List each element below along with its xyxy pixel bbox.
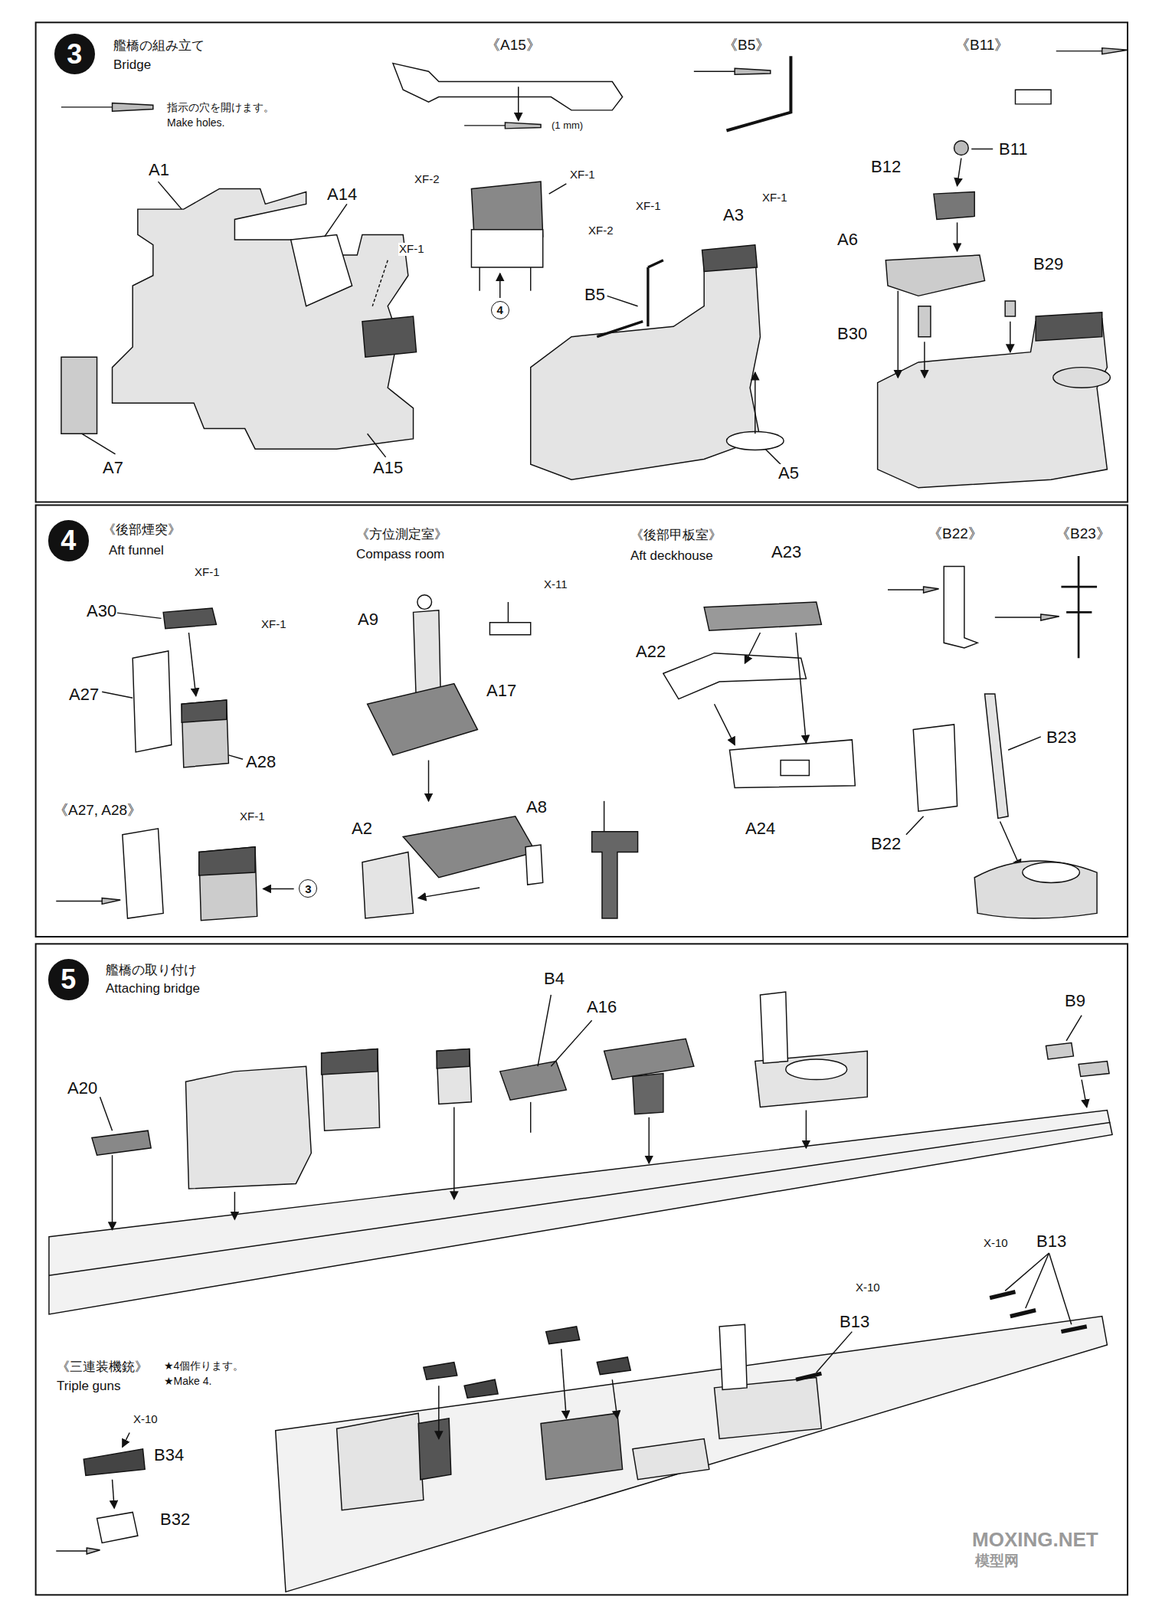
paint-code: XF-2	[413, 173, 441, 187]
caption-text: Attaching bridge	[104, 982, 201, 997]
number-text: 4	[497, 304, 504, 316]
part-number: B9	[1063, 991, 1087, 1011]
caption-text: 《A27, A28》	[52, 802, 143, 819]
caption-text: 《B23》	[1054, 526, 1112, 543]
caption-text: 《B5》	[722, 37, 771, 54]
caption-text: 艦橋の取り付け	[104, 963, 198, 979]
part-number: A28	[245, 752, 277, 772]
paint-code: XF-1	[260, 618, 288, 632]
part-number: A3	[722, 206, 745, 225]
part-number: A16	[585, 998, 618, 1017]
part-number: B32	[159, 1510, 191, 1529]
part-number: A5	[777, 464, 800, 483]
caption-text: Triple guns	[55, 1379, 122, 1395]
paint-code: X-10	[854, 1281, 881, 1295]
paint-code: X-11	[543, 578, 569, 592]
caption-text: 《後部甲板室》	[629, 528, 723, 544]
part-number: B34	[153, 1446, 185, 1465]
part-number: A24	[744, 819, 776, 839]
number-text: 4	[60, 527, 76, 555]
caption-text: Compass room	[355, 547, 446, 563]
caption-text: Aft funnel	[108, 543, 165, 559]
step-number: 4	[48, 520, 89, 561]
part-number: A1	[147, 160, 171, 180]
paint-code: X-10	[132, 1413, 159, 1427]
part-number: B13	[1035, 1232, 1068, 1251]
caption-text: 《方位測定室》	[355, 527, 449, 543]
paint-code: XF-1	[238, 810, 266, 824]
part-number: B13	[838, 1312, 871, 1332]
paint-code: XF-1	[761, 191, 789, 205]
caption-text: 艦橋の組み立て	[112, 39, 206, 54]
caption-text: 模型网	[974, 1553, 1020, 1570]
step-number: 3	[54, 33, 95, 75]
caption-text: ★4個作ります。	[163, 1360, 245, 1372]
part-number: B23	[1045, 728, 1077, 747]
part-number: B29	[1032, 255, 1064, 274]
step-number: 5	[48, 959, 89, 1000]
part-number: A27	[68, 685, 100, 704]
part-number: A8	[525, 798, 548, 817]
part-number: A30	[85, 602, 118, 621]
caption-text: 《B22》	[926, 526, 984, 543]
part-number: B5	[583, 285, 606, 305]
reference-mark: 4	[491, 301, 510, 320]
part-number: A14	[326, 185, 358, 204]
part-number: A20	[66, 1079, 99, 1098]
caption-text: MOXING.NET	[971, 1528, 1100, 1552]
part-number: B4	[543, 969, 566, 989]
caption-text: Aft deckhouse	[629, 549, 714, 564]
part-number: A2	[350, 819, 374, 839]
number-text: 5	[60, 965, 76, 994]
part-number: B12	[870, 157, 902, 177]
part-number: A9	[356, 610, 380, 629]
caption-text: Bridge	[112, 58, 152, 73]
caption-text: 《後部煙突》	[101, 523, 182, 538]
paint-code: XF-1	[569, 168, 596, 182]
caption-text: 指示の穴を開けます。	[166, 101, 275, 114]
caption-text: 《A15》	[484, 37, 542, 54]
part-number: A23	[770, 543, 803, 562]
caption-text: Make holes.	[166, 117, 226, 129]
part-number: A15	[372, 458, 404, 478]
part-number: B22	[870, 834, 902, 854]
part-number: B11	[998, 140, 1029, 159]
part-number: B30	[836, 324, 868, 344]
paint-code: X-10	[982, 1237, 1009, 1251]
reference-mark: 3	[298, 879, 318, 898]
part-number: A17	[485, 681, 518, 701]
paint-code: XF-1	[398, 242, 426, 256]
caption-text: 《B11》	[954, 37, 1010, 54]
number-text: 3	[66, 40, 82, 69]
caption-text: 《三連装機銃》	[55, 1360, 149, 1375]
part-number: A22	[635, 642, 667, 662]
number-text: 3	[304, 883, 311, 895]
paint-code: XF-1	[635, 199, 662, 213]
part-number: A6	[836, 230, 859, 249]
caption-text: (1 mm)	[550, 120, 584, 131]
paint-code: XF-2	[587, 224, 615, 238]
part-number: A7	[101, 458, 125, 478]
caption-text: ★Make 4.	[163, 1375, 213, 1388]
paint-code: XF-1	[193, 566, 221, 580]
